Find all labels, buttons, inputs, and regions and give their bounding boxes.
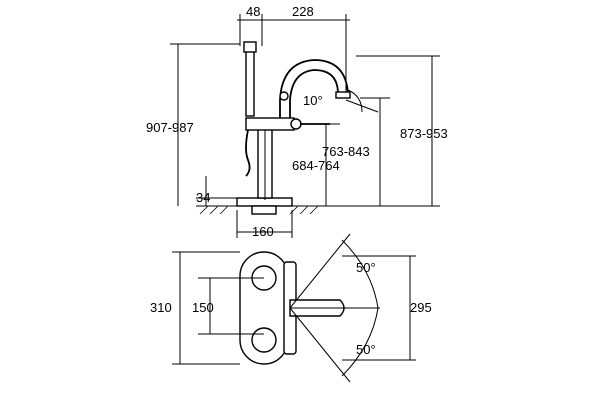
dim-684-764: 684-764 <box>292 158 340 173</box>
dim-763-843: 763-843 <box>322 144 370 159</box>
hand-shower <box>245 45 255 117</box>
spout-inner <box>289 69 339 118</box>
spout-outlet <box>335 91 351 99</box>
dim-48: 48 <box>246 4 260 19</box>
dim-310: 310 <box>150 300 172 315</box>
dim-228: 228 <box>292 4 314 19</box>
angle-10-label: 10° <box>303 93 323 108</box>
swing-line-top <box>289 233 351 309</box>
hand-shower-head <box>243 41 257 53</box>
dim-873-953: 873-953 <box>400 126 448 141</box>
valve-body <box>245 117 295 131</box>
swing-line-bottom <box>289 307 351 383</box>
dim-295: 295 <box>410 300 432 315</box>
shower-hose <box>245 129 251 177</box>
plan-view: 50° 50° 310 150 295 <box>150 233 432 383</box>
dim-150: 150 <box>192 300 214 315</box>
elevation-view: 10° 48 228 907-987 34 160 684-764 763-84… <box>146 4 448 239</box>
base-sleeve <box>251 205 277 215</box>
dim-160: 160 <box>252 224 274 239</box>
angle-50-bottom: 50° <box>356 342 376 357</box>
dim-34: 34 <box>196 190 210 205</box>
spout-knob <box>279 91 289 101</box>
spout-outer <box>279 59 349 118</box>
handle-knob <box>290 118 302 130</box>
dim-907-987: 907-987 <box>146 120 194 135</box>
plan-lower-mount <box>251 327 277 353</box>
angle-50-top: 50° <box>356 260 376 275</box>
